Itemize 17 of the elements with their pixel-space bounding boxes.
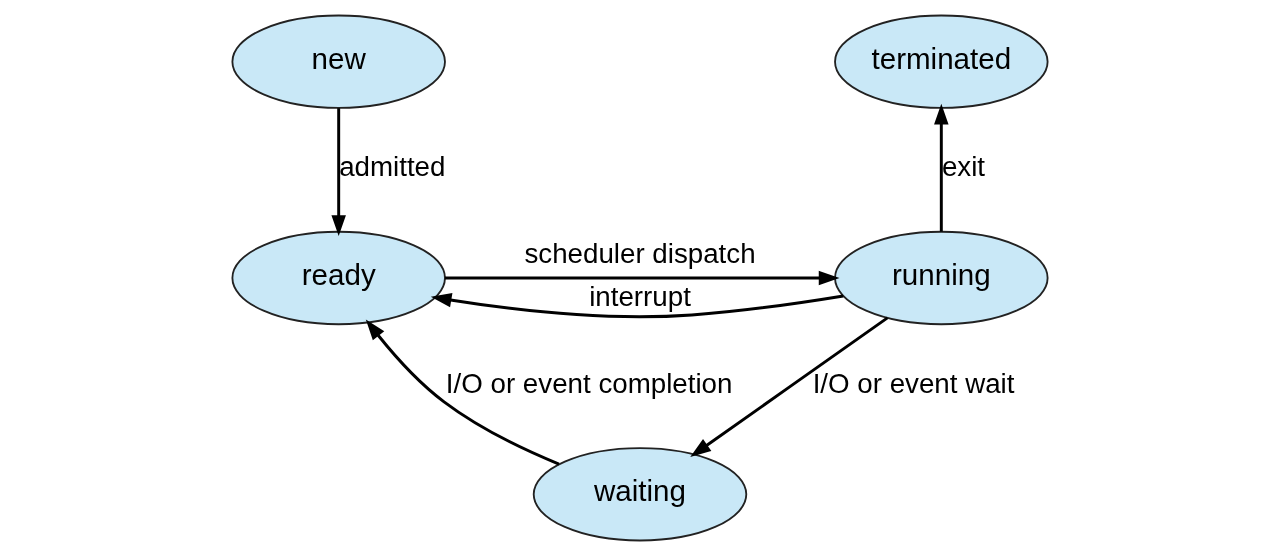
arrow	[365, 319, 560, 466]
node-ellipse: new	[231, 14, 446, 109]
arrow	[690, 316, 889, 457]
node-ellipse: running	[834, 230, 1049, 326]
arrow	[430, 292, 844, 319]
node-ellipse: terminated	[834, 14, 1049, 109]
edge-label: admitted	[339, 151, 446, 183]
node-ellipse: ready	[231, 230, 446, 326]
edge-label: I/O or event wait	[812, 367, 1015, 399]
edge-label: I/O or event completion	[445, 367, 733, 399]
arrow	[934, 103, 949, 232]
node-ellipse: waiting	[532, 447, 748, 542]
edge-label: scheduler dispatch	[524, 238, 756, 270]
arrow	[331, 108, 346, 237]
edge-label: exit	[941, 151, 986, 183]
arrow	[445, 270, 840, 286]
edge-label: interrupt	[589, 280, 691, 312]
